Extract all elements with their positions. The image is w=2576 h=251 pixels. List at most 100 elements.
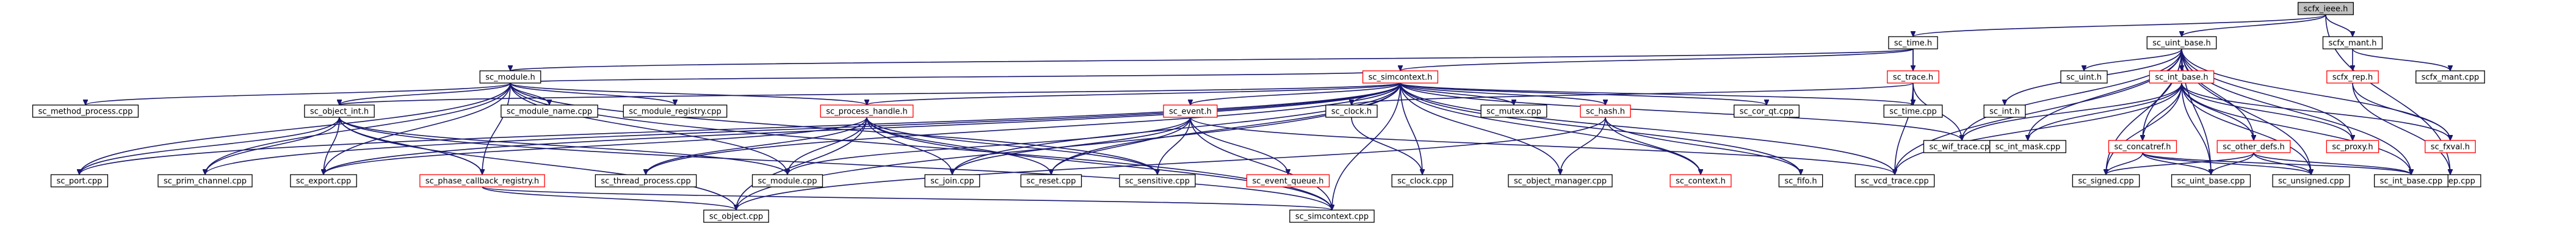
node-sc-object-cpp[interactable]: sc_object.cpp <box>703 209 769 223</box>
node-sc-int-h[interactable]: sc_int.h <box>1983 104 2026 118</box>
node-sc-simcontext-cpp[interactable]: sc_simcontext.cpp <box>1289 209 1375 223</box>
node-sc-concatref-h[interactable]: sc_concatref.h <box>2108 140 2177 153</box>
node-sc-object-manager-cpp[interactable]: sc_object_manager.cpp <box>1508 174 1613 187</box>
node-sc-method-process-cpp[interactable]: sc_method_process.cpp <box>32 104 139 118</box>
node-sc-clock-cpp[interactable]: sc_clock.cpp <box>1391 174 1453 187</box>
edge-sc-hash-h-to-sc-context-h <box>1605 117 1701 175</box>
node-sc-fifo-h[interactable]: sc_fifo.h <box>1778 174 1823 187</box>
node-sc-object-int-h[interactable]: sc_object_int.h <box>304 104 375 118</box>
node-box <box>2326 140 2379 153</box>
node-label: sc_vcd_trace.cpp <box>1861 177 1928 186</box>
node-sc-export-cpp[interactable]: sc_export.cpp <box>290 174 357 187</box>
node-sc-module-h[interactable]: sc_module.h <box>479 70 541 84</box>
edge-sc-int-base-h-to-sc-signed-cpp <box>2106 82 2182 175</box>
node-sc-uint-h[interactable]: sc_uint.h <box>2060 70 2108 84</box>
edge-sc-other-defs-h-to-sc-int-base-cpp <box>2253 152 2411 175</box>
node-sc-module-name-cpp[interactable]: sc_module_name.cpp <box>501 104 598 118</box>
node-sc-join-cpp[interactable]: sc_join.cpp <box>924 174 980 187</box>
node-scfx-mant-cpp[interactable]: scfx_mant.cpp <box>2415 70 2485 84</box>
node-sc-thread-process-cpp[interactable]: sc_thread_process.cpp <box>595 174 697 187</box>
node-sc-signed-cpp[interactable]: sc_signed.cpp <box>2072 174 2140 187</box>
edge-sc-module-h-to-sc-prim-channel-cpp <box>205 82 511 175</box>
node-sc-event-h[interactable]: sc_event.h <box>1163 104 1218 118</box>
edge-sc-phase-callback-registry-h-to-sc-simcontext-cpp <box>482 186 1332 210</box>
edge-sc-simcontext-h-to-sc-object-manager-cpp <box>1400 82 1560 175</box>
edge-sc-time-h-to-sc-module-h <box>510 48 1914 71</box>
node-sc-uint-base-cpp[interactable]: sc_uint_base.cpp <box>2171 174 2251 187</box>
node-sc-wif-trace-cpp[interactable]: sc_wif_trace.cpp <box>1923 140 2001 153</box>
node-sc-time-cpp[interactable]: sc_time.cpp <box>1883 104 1943 118</box>
node-sc-trace-h[interactable]: sc_trace.h <box>1887 70 1939 84</box>
edge-sc-module-h-to-sc-object-int-h <box>339 82 511 105</box>
node-label: sc_int_base.cpp <box>2380 177 2443 186</box>
edge-sc-concatref-h-to-sc-unsigned-cpp <box>2142 152 2311 175</box>
node-box <box>2415 70 2485 84</box>
node-box <box>2060 70 2108 84</box>
node-sc-module-registry-cpp[interactable]: sc_module_registry.cpp <box>623 104 728 118</box>
node-label: sc_uint_base.h <box>2152 39 2210 48</box>
edge-sc-simcontext-h-to-sc-context-h <box>1400 82 1701 175</box>
node-sc-fxval-h[interactable]: sc_fxval.h <box>2425 140 2476 153</box>
edge-sc-process-handle-h-to-sc-sensitive-cpp <box>866 117 1157 175</box>
edge-sc-simcontext-h-to-sc-vcd-trace-cpp <box>1400 82 1895 175</box>
node-label: sc_int_mask.cpp <box>1995 143 2061 152</box>
node-sc-cor-qt-cpp[interactable]: sc_cor_qt.cpp <box>1734 104 1800 118</box>
edge-sc-int-base-h-to-sc-concatref-h <box>2143 82 2182 140</box>
node-sc-phase-callback-registry-h[interactable]: sc_phase_callback_registry.h <box>419 174 545 187</box>
node-sc-int-base-h[interactable]: sc_int_base.h <box>2149 70 2215 84</box>
node-label: sc_clock.h <box>1331 107 1372 117</box>
node-label: sc_object.cpp <box>709 213 763 222</box>
node-box <box>703 209 769 223</box>
node-sc-event-queue-h[interactable]: sc_event_queue.h <box>1246 174 1330 187</box>
node-label: sc_phase_callback_registry.h <box>425 177 539 186</box>
node-label: sc_int_base.h <box>2155 73 2208 82</box>
edge-sc-int-base-h-to-sc-unsigned-cpp <box>2181 82 2311 175</box>
node-sc-sensitive-cpp[interactable]: sc_sensitive.cpp <box>1119 174 1196 187</box>
node-sc-clock-h[interactable]: sc_clock.h <box>1325 104 1378 118</box>
node-sc-reset-cpp[interactable]: sc_reset.cpp <box>1020 174 1082 187</box>
node-sc-mutex-cpp[interactable]: sc_mutex.cpp <box>1480 104 1547 118</box>
node-label: sc_simcontext.cpp <box>1295 213 1369 222</box>
node-scfx-mant-h[interactable]: scfx_mant.h <box>2322 36 2383 49</box>
node-label: sc_clock.cpp <box>1397 177 1447 186</box>
node-box <box>2108 140 2177 153</box>
node-scfx-ieee[interactable]: scfx_ieee.h <box>2298 2 2354 15</box>
node-box <box>1508 174 1613 187</box>
node-label: sc_proxy.h <box>2332 143 2373 152</box>
node-sc-prim-channel-cpp[interactable]: sc_prim_channel.cpp <box>157 174 253 187</box>
node-sc-int-mask-cpp[interactable]: sc_int_mask.cpp <box>1989 140 2066 153</box>
node-box <box>2171 174 2251 187</box>
node-sc-uint-base-h[interactable]: sc_uint_base.h <box>2146 36 2217 49</box>
node-sc-context-h[interactable]: sc_context.h <box>1670 174 1732 187</box>
node-box <box>924 174 980 187</box>
node-sc-simcontext-h[interactable]: sc_simcontext.h <box>1362 70 1439 84</box>
node-label: sc_object_manager.cpp <box>1514 177 1607 186</box>
edge-scfx-rep-h-to-scfx-rep-cpp <box>2352 82 2450 175</box>
node-scfx-rep-h[interactable]: scfx_rep.h <box>2326 70 2379 84</box>
node-sc-module-cpp[interactable]: sc_module.cpp <box>751 174 823 187</box>
node-box <box>2425 140 2476 153</box>
edge-sc-simcontext-h-to-sc-clock-cpp <box>1400 82 1422 175</box>
node-sc-hash-h[interactable]: sc_hash.h <box>1580 104 1631 118</box>
edge-sc-simcontext-h-to-sc-hash-h <box>1400 82 1605 105</box>
node-sc-port-cpp[interactable]: sc_port.cpp <box>50 174 109 187</box>
node-sc-proxy-h[interactable]: sc_proxy.h <box>2326 140 2379 153</box>
node-sc-unsigned-cpp[interactable]: sc_unsigned.cpp <box>2272 174 2350 187</box>
node-box <box>2326 70 2379 84</box>
node-sc-time-h[interactable]: sc_time.h <box>1888 36 1938 49</box>
node-sc-vcd-trace-cpp[interactable]: sc_vcd_trace.cpp <box>1854 174 1935 187</box>
node-sc-other-defs-h[interactable]: sc_other_defs.h <box>2216 140 2291 153</box>
node-label: sc_mutex.cpp <box>1486 107 1541 117</box>
node-label: sc_context.h <box>1676 177 1726 186</box>
edge-sc-object-int-h-to-sc-prim-channel-cpp <box>205 117 340 175</box>
node-sc-process-handle-h[interactable]: sc_process_handle.h <box>820 104 914 118</box>
edge-scfx-ieee-to-sc-uint-base-h <box>2182 14 2326 37</box>
edge-sc-process-handle-h-to-sc-reset-cpp <box>866 117 1051 175</box>
node-label: sc_wif_trace.cpp <box>1929 143 1994 152</box>
edge-sc-event-h-to-sc-vcd-trace-cpp <box>1190 117 1895 175</box>
node-box <box>290 174 357 187</box>
node-box <box>419 174 545 187</box>
edge-sc-uint-base-h-to-sc-uint-base-cpp <box>2181 48 2211 175</box>
node-sc-int-base-cpp[interactable]: sc_int_base.cpp <box>2374 174 2448 187</box>
